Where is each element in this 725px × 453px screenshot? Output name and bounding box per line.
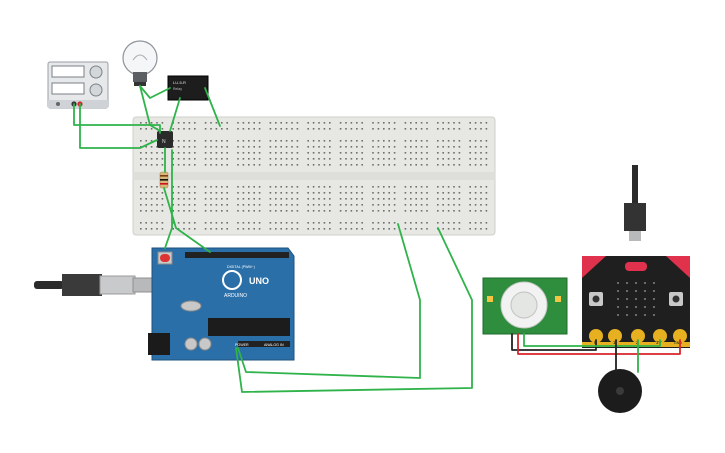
micro-usb-cable bbox=[624, 165, 646, 241]
wire-bulb-transistor[interactable] bbox=[139, 85, 161, 132]
wire-resistor-arduino[interactable] bbox=[163, 187, 211, 253]
wire-relay-transistor[interactable] bbox=[169, 97, 181, 132]
microbit-pin-1[interactable] bbox=[608, 329, 622, 343]
wire-psu-black[interactable] bbox=[73, 103, 161, 134]
resistor[interactable] bbox=[159, 171, 169, 189]
wire-arduino-bb-2[interactable] bbox=[235, 227, 473, 393]
wire-pir-green[interactable] bbox=[523, 333, 661, 347]
svg-text:N: N bbox=[162, 139, 166, 145]
wire-pir-red[interactable] bbox=[517, 333, 681, 355]
usb-cable bbox=[34, 274, 162, 296]
wire-relay-breadboard[interactable] bbox=[204, 87, 221, 127]
breadboard[interactable] bbox=[132, 116, 496, 236]
microbit-pin-2[interactable] bbox=[631, 329, 645, 343]
microbit-pin-label-gnd: GND bbox=[674, 341, 682, 345]
arduino-uno[interactable]: ARDUINO UNO DIGITAL (PWM~) POWER ANALOG … bbox=[148, 247, 295, 361]
transistor[interactable]: N bbox=[157, 131, 173, 148]
power-supply[interactable] bbox=[47, 61, 109, 109]
microbit-pin-gnd[interactable] bbox=[673, 329, 687, 343]
arduino-model-text: UNO bbox=[249, 276, 269, 286]
wire-psu-red[interactable] bbox=[79, 103, 158, 149]
wire-bulb-relay[interactable] bbox=[139, 85, 171, 99]
wires bbox=[73, 85, 681, 393]
light-bulb[interactable] bbox=[122, 40, 158, 86]
microbit-pin-0[interactable] bbox=[589, 329, 603, 343]
relay[interactable]: LU-5-R Relay bbox=[167, 75, 209, 101]
wire-arduino-bb-1[interactable] bbox=[237, 223, 421, 379]
wire-pir-black[interactable] bbox=[511, 333, 597, 351]
microbit-led-matrix bbox=[617, 282, 655, 316]
microbit-pin-label-3v: 3V bbox=[656, 340, 662, 345]
wire-breadboard-gnd[interactable] bbox=[164, 149, 173, 249]
microbit-pin-label-1: 1 bbox=[613, 340, 616, 345]
pir-motion-sensor[interactable] bbox=[482, 277, 568, 335]
arduino-digital-label: DIGITAL (PWM~) bbox=[227, 265, 255, 269]
relay-label-1: LU-5-R bbox=[173, 80, 186, 85]
microbit-pin-3v[interactable] bbox=[653, 329, 667, 343]
arduino-brand-text: ARDUINO bbox=[224, 293, 247, 299]
microbit-edge-pins: 0 1 2 3V GND bbox=[582, 329, 690, 347]
piezo-buzzer[interactable] bbox=[598, 369, 642, 413]
breadboard-holes bbox=[140, 122, 488, 230]
microbit[interactable]: 0 1 2 3V GND bbox=[582, 256, 690, 348]
arduino-power-label: POWER bbox=[235, 343, 249, 347]
relay-label-2: Relay bbox=[173, 87, 182, 91]
arduino-analog-label: ANALOG IN bbox=[264, 343, 284, 347]
